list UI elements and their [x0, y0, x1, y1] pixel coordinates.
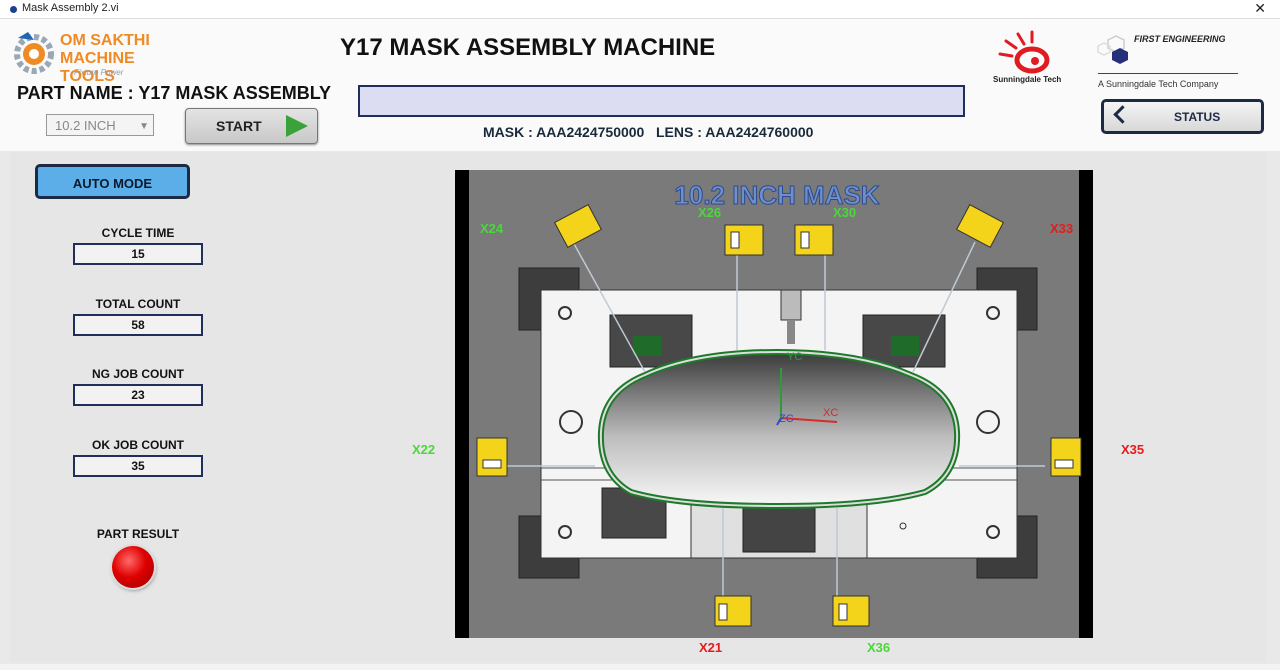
size-select[interactable]: 10.2 INCH ▼ — [46, 114, 154, 136]
om-sakthi-tagline: Fixture Power — [74, 68, 124, 77]
first-engineering-sub: A Sunningdale Tech Company — [1098, 79, 1219, 89]
part-result-label: PART RESULT — [96, 527, 180, 541]
status-message-field — [358, 85, 965, 117]
ng-job-count-label: NG JOB COUNT — [91, 367, 184, 381]
sensor-label-x33: X33 — [1050, 221, 1074, 236]
logo-divider — [1098, 73, 1238, 74]
sunningdale-logo: Sunningdale Tech — [990, 30, 1080, 86]
mask-lens-info: MASK : AAA2424750000 LENS : AAA242476000… — [483, 124, 814, 140]
cycle-time-label: CYCLE TIME — [101, 226, 175, 240]
sensor-label-x30: X30 — [833, 205, 857, 220]
app-icon — [10, 6, 17, 13]
sensor-label-x26: X26 — [698, 205, 722, 220]
hexagon-logo-icon — [1097, 35, 1128, 64]
chevron-down-icon: ▼ — [139, 121, 149, 132]
cycle-time-value: 15 — [73, 243, 203, 265]
ok-job-count-label: OK JOB COUNT — [91, 438, 184, 452]
ng-job-count-value: 23 — [73, 384, 203, 406]
fixture-diagram: 10.2 INCH MASK YC XC ZC — [455, 170, 1093, 638]
status-button-label: STATUS — [1174, 110, 1221, 124]
machine-view: 10.2 INCH MASK YC XC ZC X24 X26 X30 X33 … — [455, 170, 1093, 655]
play-icon — [286, 115, 308, 137]
auto-mode-label: AUTO MODE — [72, 176, 153, 191]
sensor-label-x35: X35 — [1121, 442, 1145, 457]
gear-logo-icon — [14, 32, 54, 74]
first-engineering-name: FIRST ENGINEERING — [1134, 34, 1226, 44]
om-sakthi-line1: OM SAKTHI — [60, 32, 150, 49]
sensor-label-x22: X22 — [412, 442, 436, 457]
start-button-label: START — [216, 118, 262, 134]
om-sakthi-line2: MACHINE TOOLS — [60, 50, 135, 85]
total-count-value: 58 — [73, 314, 203, 336]
ok-job-count-value: 35 — [73, 455, 203, 477]
total-count-label: TOTAL COUNT — [95, 297, 181, 311]
om-sakthi-name: OM SAKTHI MACHINE TOOLS — [60, 32, 182, 86]
axis-zc-label: ZC — [779, 413, 794, 425]
start-button[interactable]: START — [185, 108, 318, 144]
title-bar: Mask Assembly 2.vi ✕ — [0, 0, 1280, 19]
sensor-label-x24: X24 — [480, 221, 504, 236]
view-title-text: 10.2 INCH MASK — [674, 180, 879, 210]
part-name-label: PART NAME : Y17 MASK ASSEMBLY — [17, 83, 332, 103]
close-icon[interactable]: ✕ — [1254, 0, 1266, 16]
first-engineering-logo: FIRST ENGINEERING A Sunningdale Tech Com… — [1094, 22, 1244, 92]
page-title: Y17 MASK ASSEMBLY MACHINE — [340, 34, 716, 61]
part-result-indicator — [112, 546, 154, 588]
window-title: Mask Assembly 2.vi — [22, 2, 119, 14]
status-button[interactable]: STATUS — [1101, 99, 1264, 134]
sensor-label-x21: X21 — [699, 640, 723, 655]
sunningdale-logo-icon — [998, 30, 1050, 74]
om-sakthi-logo: OM SAKTHI MACHINE TOOLS Fixture Power — [12, 28, 182, 85]
size-select-value: 10.2 INCH — [55, 118, 116, 133]
chevron-left-icon — [1113, 105, 1132, 124]
sensor-label-x36: X36 — [867, 640, 891, 655]
axis-xc-label: XC — [823, 407, 838, 419]
sunningdale-name: Sunningdale Tech — [993, 75, 1062, 84]
auto-mode-button[interactable]: AUTO MODE — [35, 164, 190, 199]
axis-yc-label: YC — [787, 351, 802, 363]
bottom-edge — [0, 664, 1280, 670]
